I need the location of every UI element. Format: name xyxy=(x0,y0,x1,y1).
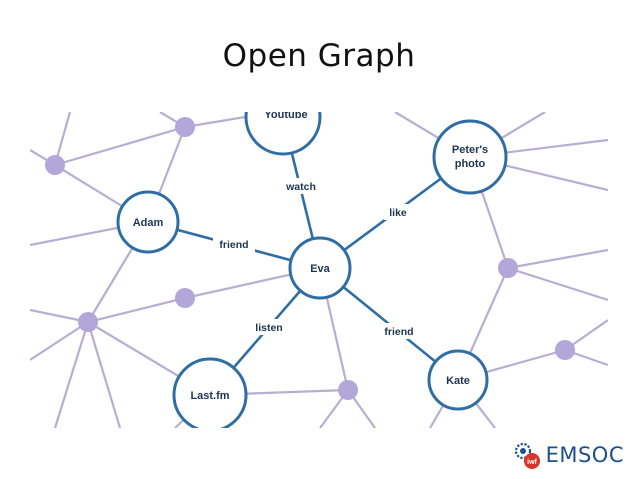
node-circle xyxy=(288,236,352,300)
background-edge xyxy=(507,266,608,302)
logo-badge-text: iwf xyxy=(527,459,537,466)
relation-label-watch: watch xyxy=(285,181,316,193)
relation-label-like: like xyxy=(389,207,407,219)
logo-text: EMSOC xyxy=(545,443,624,467)
relation-labels: watch like friend listen friend xyxy=(213,178,420,339)
node-circle xyxy=(172,357,248,428)
node-label-peters-photo-line2: photo xyxy=(455,158,486,170)
node-adam: Adam xyxy=(116,190,180,254)
node-label-adam: Adam xyxy=(133,217,164,229)
background-edge xyxy=(87,296,186,324)
node-eva: Eva xyxy=(288,236,352,300)
node-peters-photo: Peter's photo xyxy=(432,119,508,195)
node-label-youtube: Youtube xyxy=(264,109,307,121)
emsoc-logo: iwf EMSOC xyxy=(511,440,624,470)
network-dot xyxy=(498,258,518,278)
node-label-peters-photo-line1: Peter's xyxy=(452,144,488,156)
node-youtube: Youtube xyxy=(244,109,322,156)
node-label-lastfm: Last.fm xyxy=(190,390,229,402)
relation-label-friend-adam: friend xyxy=(219,239,248,251)
background-edge xyxy=(30,321,89,361)
node-lastfm: Last.fm xyxy=(172,357,248,428)
node-label-eva: Eva xyxy=(310,263,330,275)
relation-label-listen: listen xyxy=(255,322,282,334)
node-circle xyxy=(427,349,489,411)
network-dot xyxy=(45,155,65,175)
network-dot xyxy=(338,380,358,400)
background-edge xyxy=(54,125,186,167)
node-kate: Kate xyxy=(427,349,489,411)
background-dots xyxy=(45,117,575,400)
node-label-kate: Kate xyxy=(446,375,470,387)
background-edge xyxy=(86,321,122,428)
node-circle xyxy=(244,112,322,156)
emsoc-logo-mark: iwf xyxy=(514,442,540,469)
network-dot xyxy=(78,312,98,332)
gear-icon xyxy=(514,442,531,460)
network-dot xyxy=(555,340,575,360)
network-dot xyxy=(175,117,195,137)
slide-title: Open Graph xyxy=(222,38,416,74)
node-circle xyxy=(116,190,180,254)
network-dot xyxy=(175,288,195,308)
background-edge xyxy=(53,321,90,428)
background-edge xyxy=(507,248,608,270)
node-circle xyxy=(432,119,508,195)
relation-label-friend-kate: friend xyxy=(384,326,413,338)
